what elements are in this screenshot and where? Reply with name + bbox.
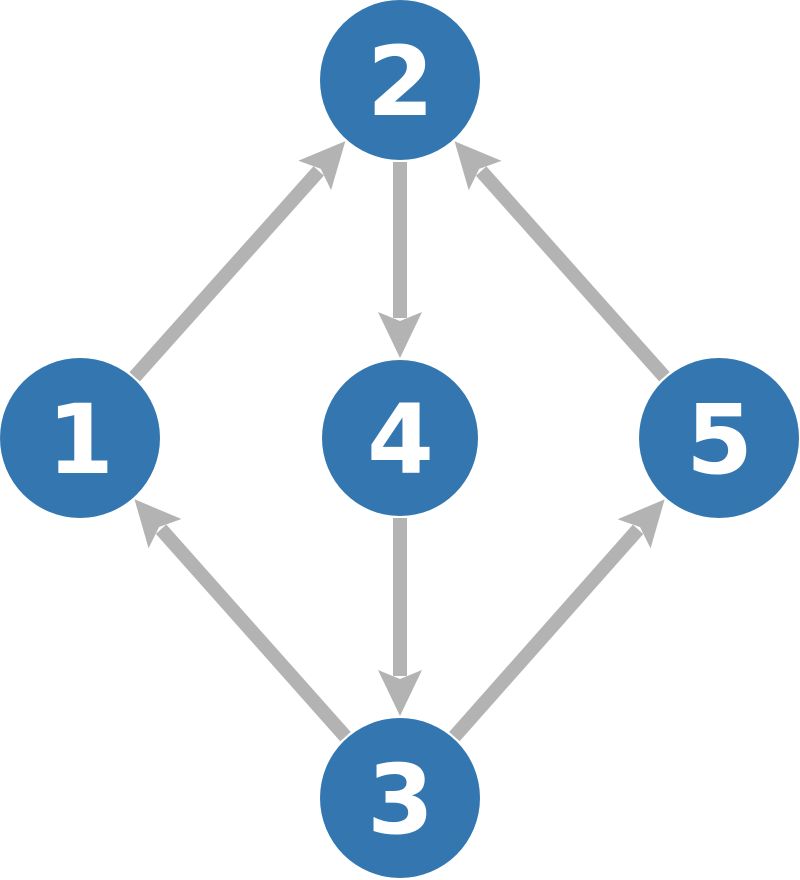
edge-shaft <box>155 524 351 742</box>
edge-arrowhead <box>617 499 665 549</box>
node-circle-4 <box>322 360 478 516</box>
edge-arrowhead <box>298 141 346 191</box>
graph-edge-2-to-4[interactable] <box>378 162 422 358</box>
node-circle-2 <box>320 0 480 160</box>
node-circle-5 <box>639 358 799 518</box>
node-circle-3 <box>320 718 480 878</box>
graph-edge-1-to-2[interactable] <box>129 141 346 382</box>
graph-edge-3-to-5[interactable] <box>449 499 665 742</box>
graph-node-3[interactable]: 3 <box>320 718 480 878</box>
edge-arrowhead <box>454 141 502 191</box>
edge-shaft <box>129 166 324 382</box>
graph-node-2[interactable]: 2 <box>320 0 480 160</box>
graph-edge-3-to-1[interactable] <box>134 499 351 742</box>
edge-arrowhead <box>134 499 182 549</box>
edge-shaft <box>475 166 670 382</box>
node-circle-1 <box>0 358 160 518</box>
edge-arrowhead <box>378 670 422 716</box>
graph-edge-4-to-3[interactable] <box>378 518 422 716</box>
graph-node-1[interactable]: 1 <box>0 358 160 518</box>
graph-node-5[interactable]: 5 <box>639 358 799 518</box>
graph-edge-5-to-2[interactable] <box>454 141 670 382</box>
graph-node-4[interactable]: 4 <box>322 360 478 516</box>
edge-arrowhead <box>378 312 422 358</box>
edges-layer <box>129 141 670 742</box>
edge-shaft <box>449 524 644 742</box>
